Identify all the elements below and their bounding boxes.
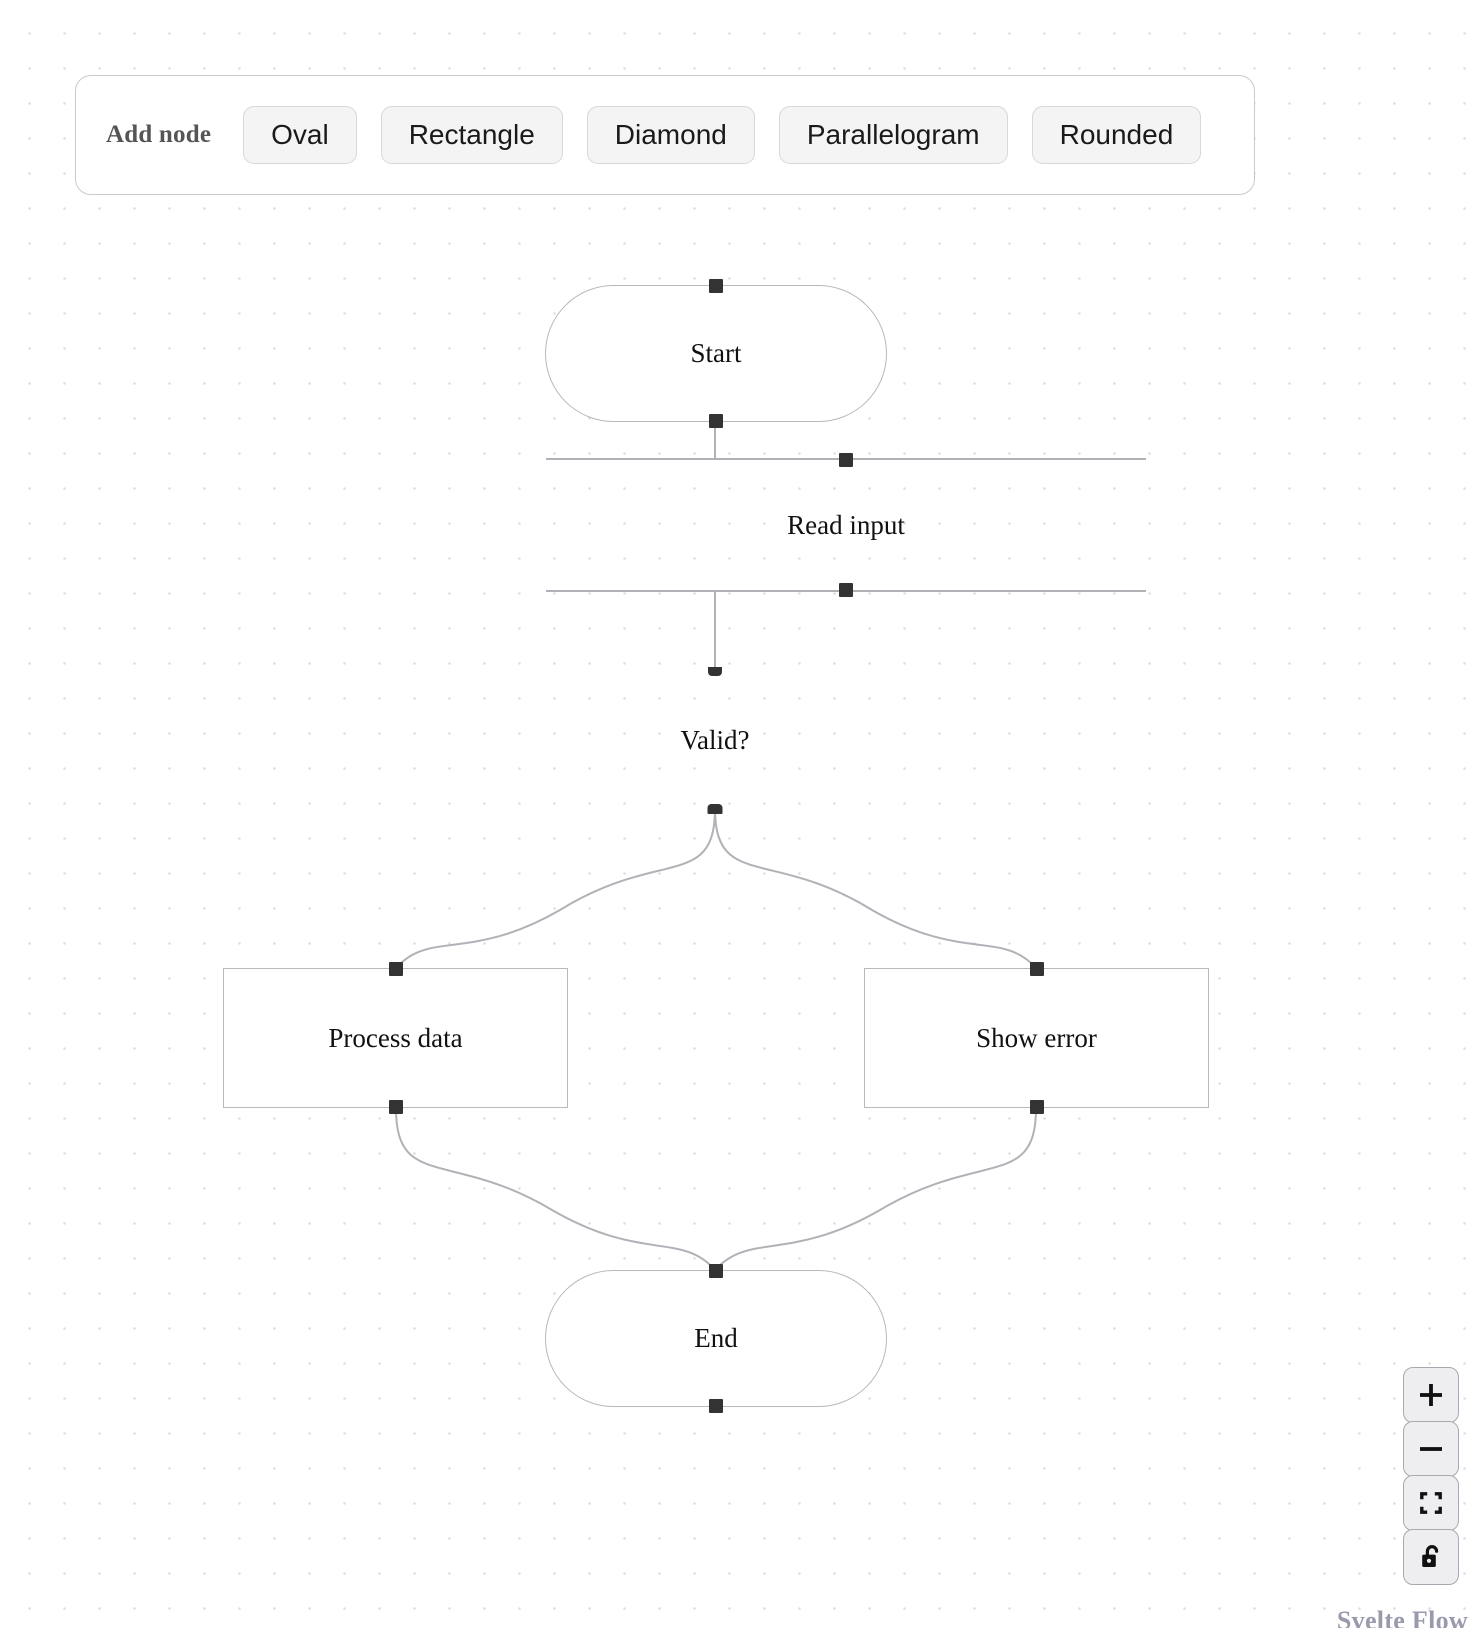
handle-source-bottom[interactable] — [839, 583, 853, 597]
edge-error-to-end — [714, 1107, 1037, 1271]
handle-target-top[interactable] — [839, 453, 853, 467]
unlocked-padlock-icon — [1418, 1543, 1444, 1571]
node-show-error[interactable]: Show error — [864, 962, 1209, 1114]
node-label: End — [694, 1323, 738, 1353]
handle-target-top[interactable] — [1029, 962, 1044, 976]
handle-target-top[interactable] — [388, 962, 403, 976]
add-node-toolbar: Add node Oval Rectangle Diamond Parallel… — [75, 75, 1255, 195]
zoom-in-button[interactable] — [1403, 1367, 1459, 1423]
handle-source-bottom[interactable] — [709, 1399, 723, 1413]
add-rounded-button[interactable]: Rounded — [1031, 105, 1202, 165]
node-start[interactable]: Start — [545, 279, 887, 428]
node-label: Valid? — [680, 724, 750, 755]
toolbar-label: Add node — [106, 121, 212, 148]
add-rectangle-button[interactable]: Rectangle — [380, 105, 563, 165]
handle-target-top[interactable] — [709, 279, 723, 293]
node-process-data[interactable]: Process data — [223, 962, 568, 1114]
minus-icon — [1417, 1435, 1445, 1463]
edge-valid-to-process — [395, 807, 716, 969]
handle-source-bottom[interactable] — [709, 414, 723, 428]
plus-icon — [1417, 1381, 1445, 1409]
handle-target-top[interactable] — [708, 667, 722, 676]
edge-process-to-end — [395, 1107, 716, 1271]
add-oval-button[interactable]: Oval — [243, 105, 357, 165]
node-end[interactable]: End — [545, 1264, 887, 1413]
attribution-label[interactable]: Svelte Flow — [1336, 1606, 1468, 1628]
node-read-input[interactable]: Read input — [546, 453, 1146, 597]
node-label: Show error — [976, 1022, 1097, 1053]
node-label: Read input — [787, 509, 905, 540]
zoom-out-button[interactable] — [1403, 1421, 1459, 1477]
flow-controls — [1403, 1367, 1459, 1585]
fit-view-icon — [1418, 1490, 1444, 1516]
lock-toggle-button[interactable] — [1403, 1529, 1459, 1585]
handle-target-top[interactable] — [709, 1264, 723, 1278]
edge-valid-to-error — [714, 807, 1037, 969]
add-diamond-button[interactable]: Diamond — [586, 105, 755, 165]
handle-source-bottom[interactable] — [707, 804, 723, 814]
node-label: Process data — [328, 1022, 463, 1053]
handle-source-bottom[interactable] — [388, 1100, 403, 1114]
node-valid[interactable]: Valid? — [615, 667, 815, 814]
fit-view-button[interactable] — [1403, 1475, 1459, 1531]
node-label: Start — [690, 338, 742, 368]
handle-source-bottom[interactable] — [1029, 1100, 1044, 1114]
add-parallelogram-button[interactable]: Parallelogram — [778, 105, 1008, 165]
